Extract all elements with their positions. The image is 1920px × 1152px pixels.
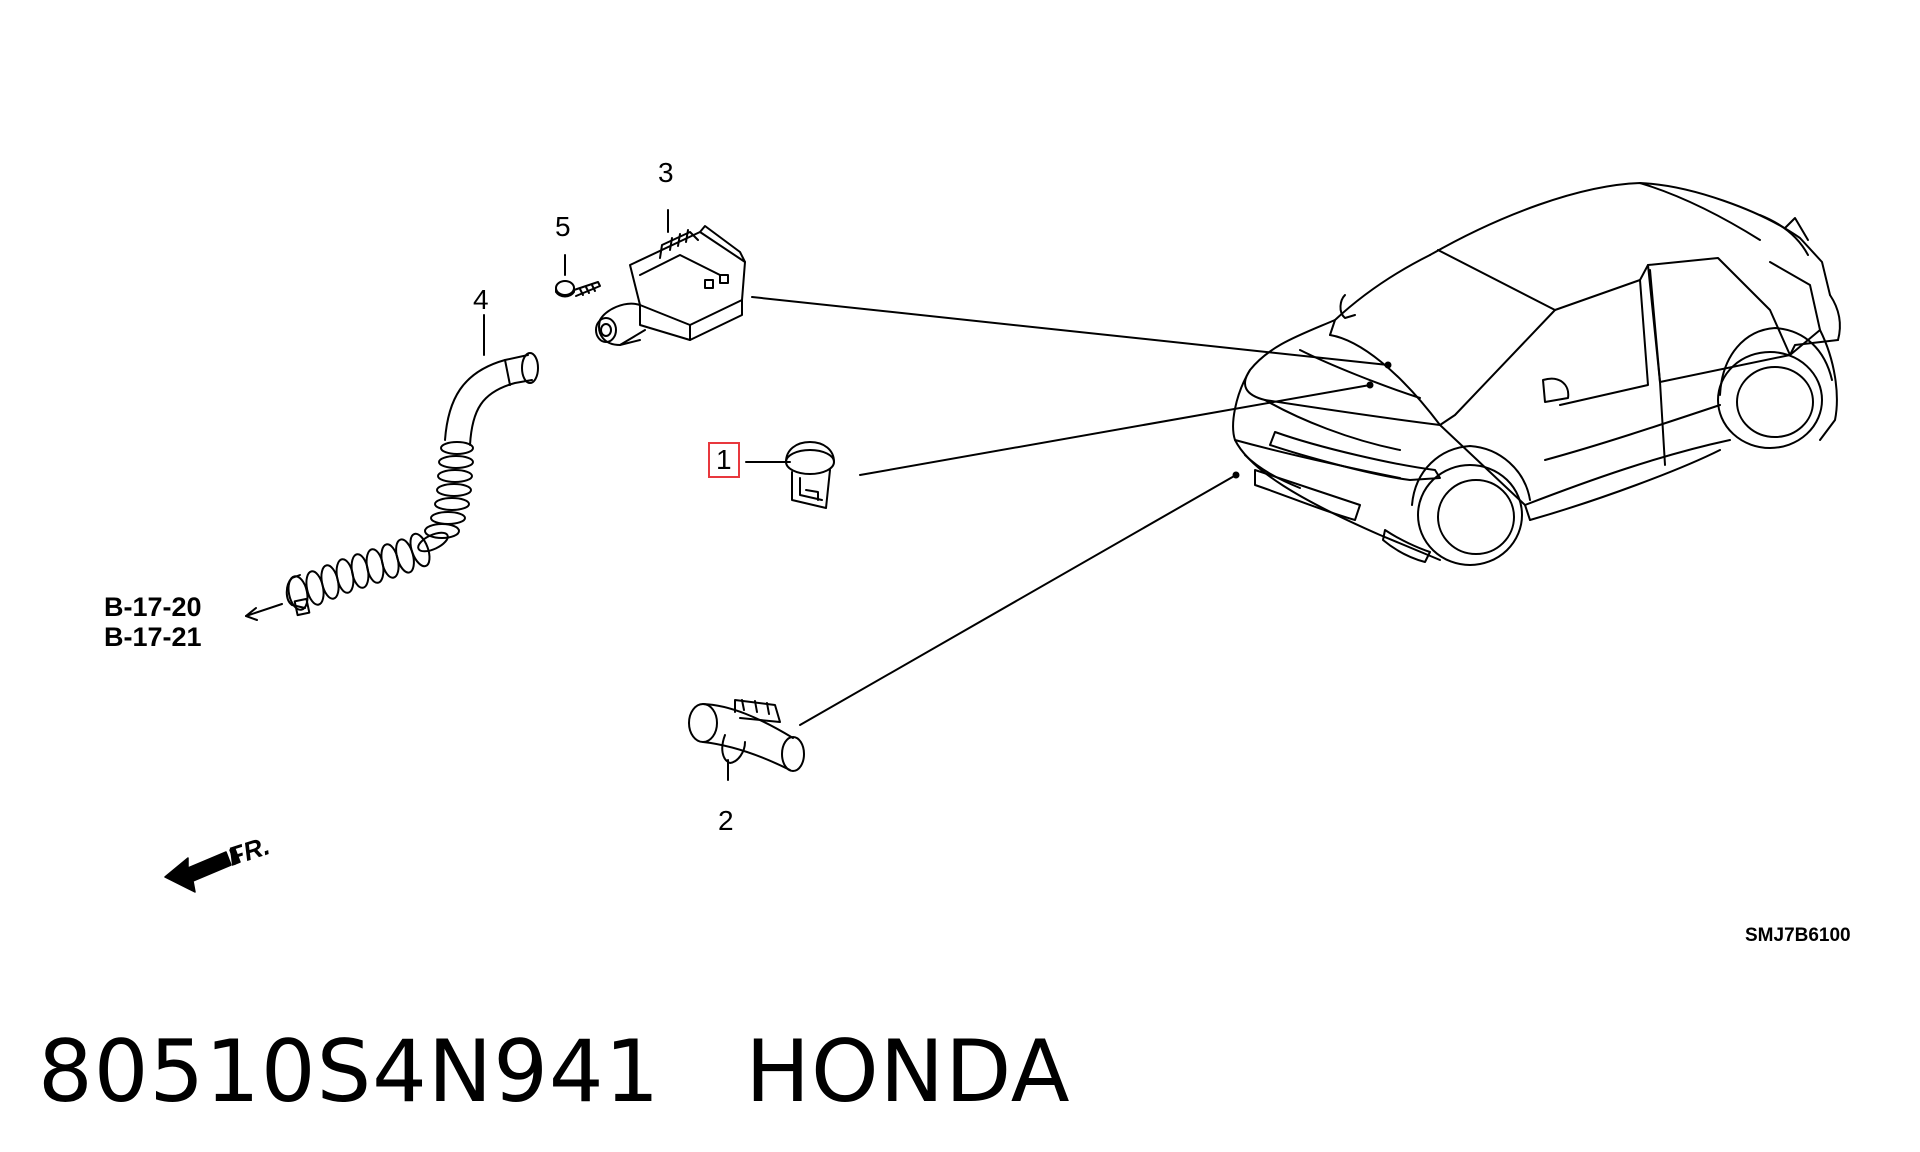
- callout-4: 4: [473, 284, 489, 315]
- part-number: 80510S4N941: [38, 1022, 661, 1122]
- footer-caption: 80510S4N941 HONDA: [38, 1022, 1071, 1122]
- part-3-module: [595, 225, 746, 346]
- figure-code: SMJ7B6100: [1745, 925, 1851, 946]
- part-4-hose: [285, 352, 539, 617]
- brand-name: HONDA: [745, 1022, 1071, 1122]
- callout-1: 1: [708, 442, 740, 478]
- reference-b-17-20: B-17-20: [104, 592, 202, 622]
- front-direction-arrow-icon: [164, 848, 241, 893]
- part-2-clip: [688, 699, 805, 772]
- car-outline: [1232, 182, 1841, 566]
- reference-b-17-21: B-17-21: [104, 622, 202, 652]
- callout-2: 2: [718, 805, 734, 836]
- leader-lines: [245, 209, 1392, 781]
- callout-3: 3: [658, 157, 674, 188]
- part-1-sensor: [785, 441, 835, 509]
- callout-5: 5: [555, 211, 571, 242]
- part-5-screw: [555, 280, 601, 298]
